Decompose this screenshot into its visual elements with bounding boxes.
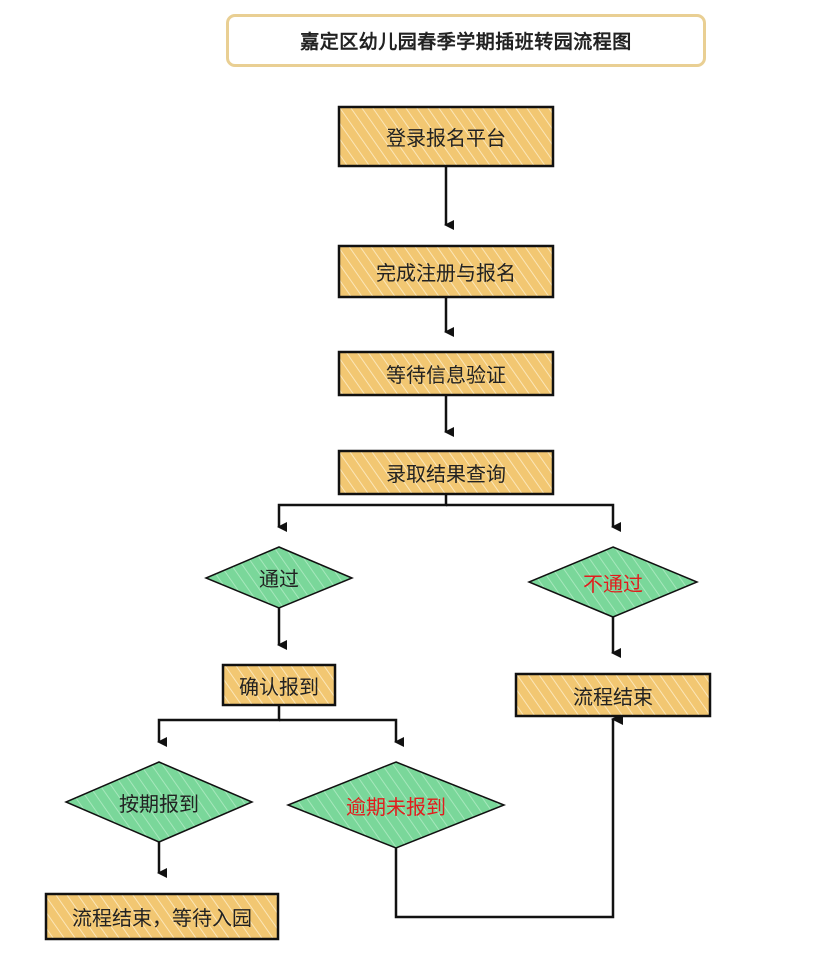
arrow-confirm-overdue (279, 718, 404, 747)
step-end-fail-box (514, 672, 712, 718)
arrow-query-fail (446, 503, 621, 532)
page-title: 嘉定区幼儿园春季学期插班转园流程图 (300, 31, 632, 53)
arrow-confirm-ontime (157, 705, 281, 747)
connectors (157, 166, 623, 919)
decision-fail-diamond (527, 546, 699, 618)
title-box: 嘉定区幼儿园春季学期插班转园流程图 (226, 14, 706, 67)
step-confirm-box (221, 663, 337, 707)
decision-pass-diamond (204, 546, 354, 609)
step-end-wait-box (44, 892, 280, 941)
arrow-query-pass (277, 494, 448, 532)
step-query-box (337, 449, 555, 496)
decision-ontime-diamond (64, 761, 254, 843)
arrow-overdue-end (394, 713, 623, 919)
step-login-box (337, 105, 555, 168)
step-register-box (337, 244, 555, 299)
decision-overdue-diamond (285, 761, 507, 849)
step-verify-box (337, 350, 555, 397)
